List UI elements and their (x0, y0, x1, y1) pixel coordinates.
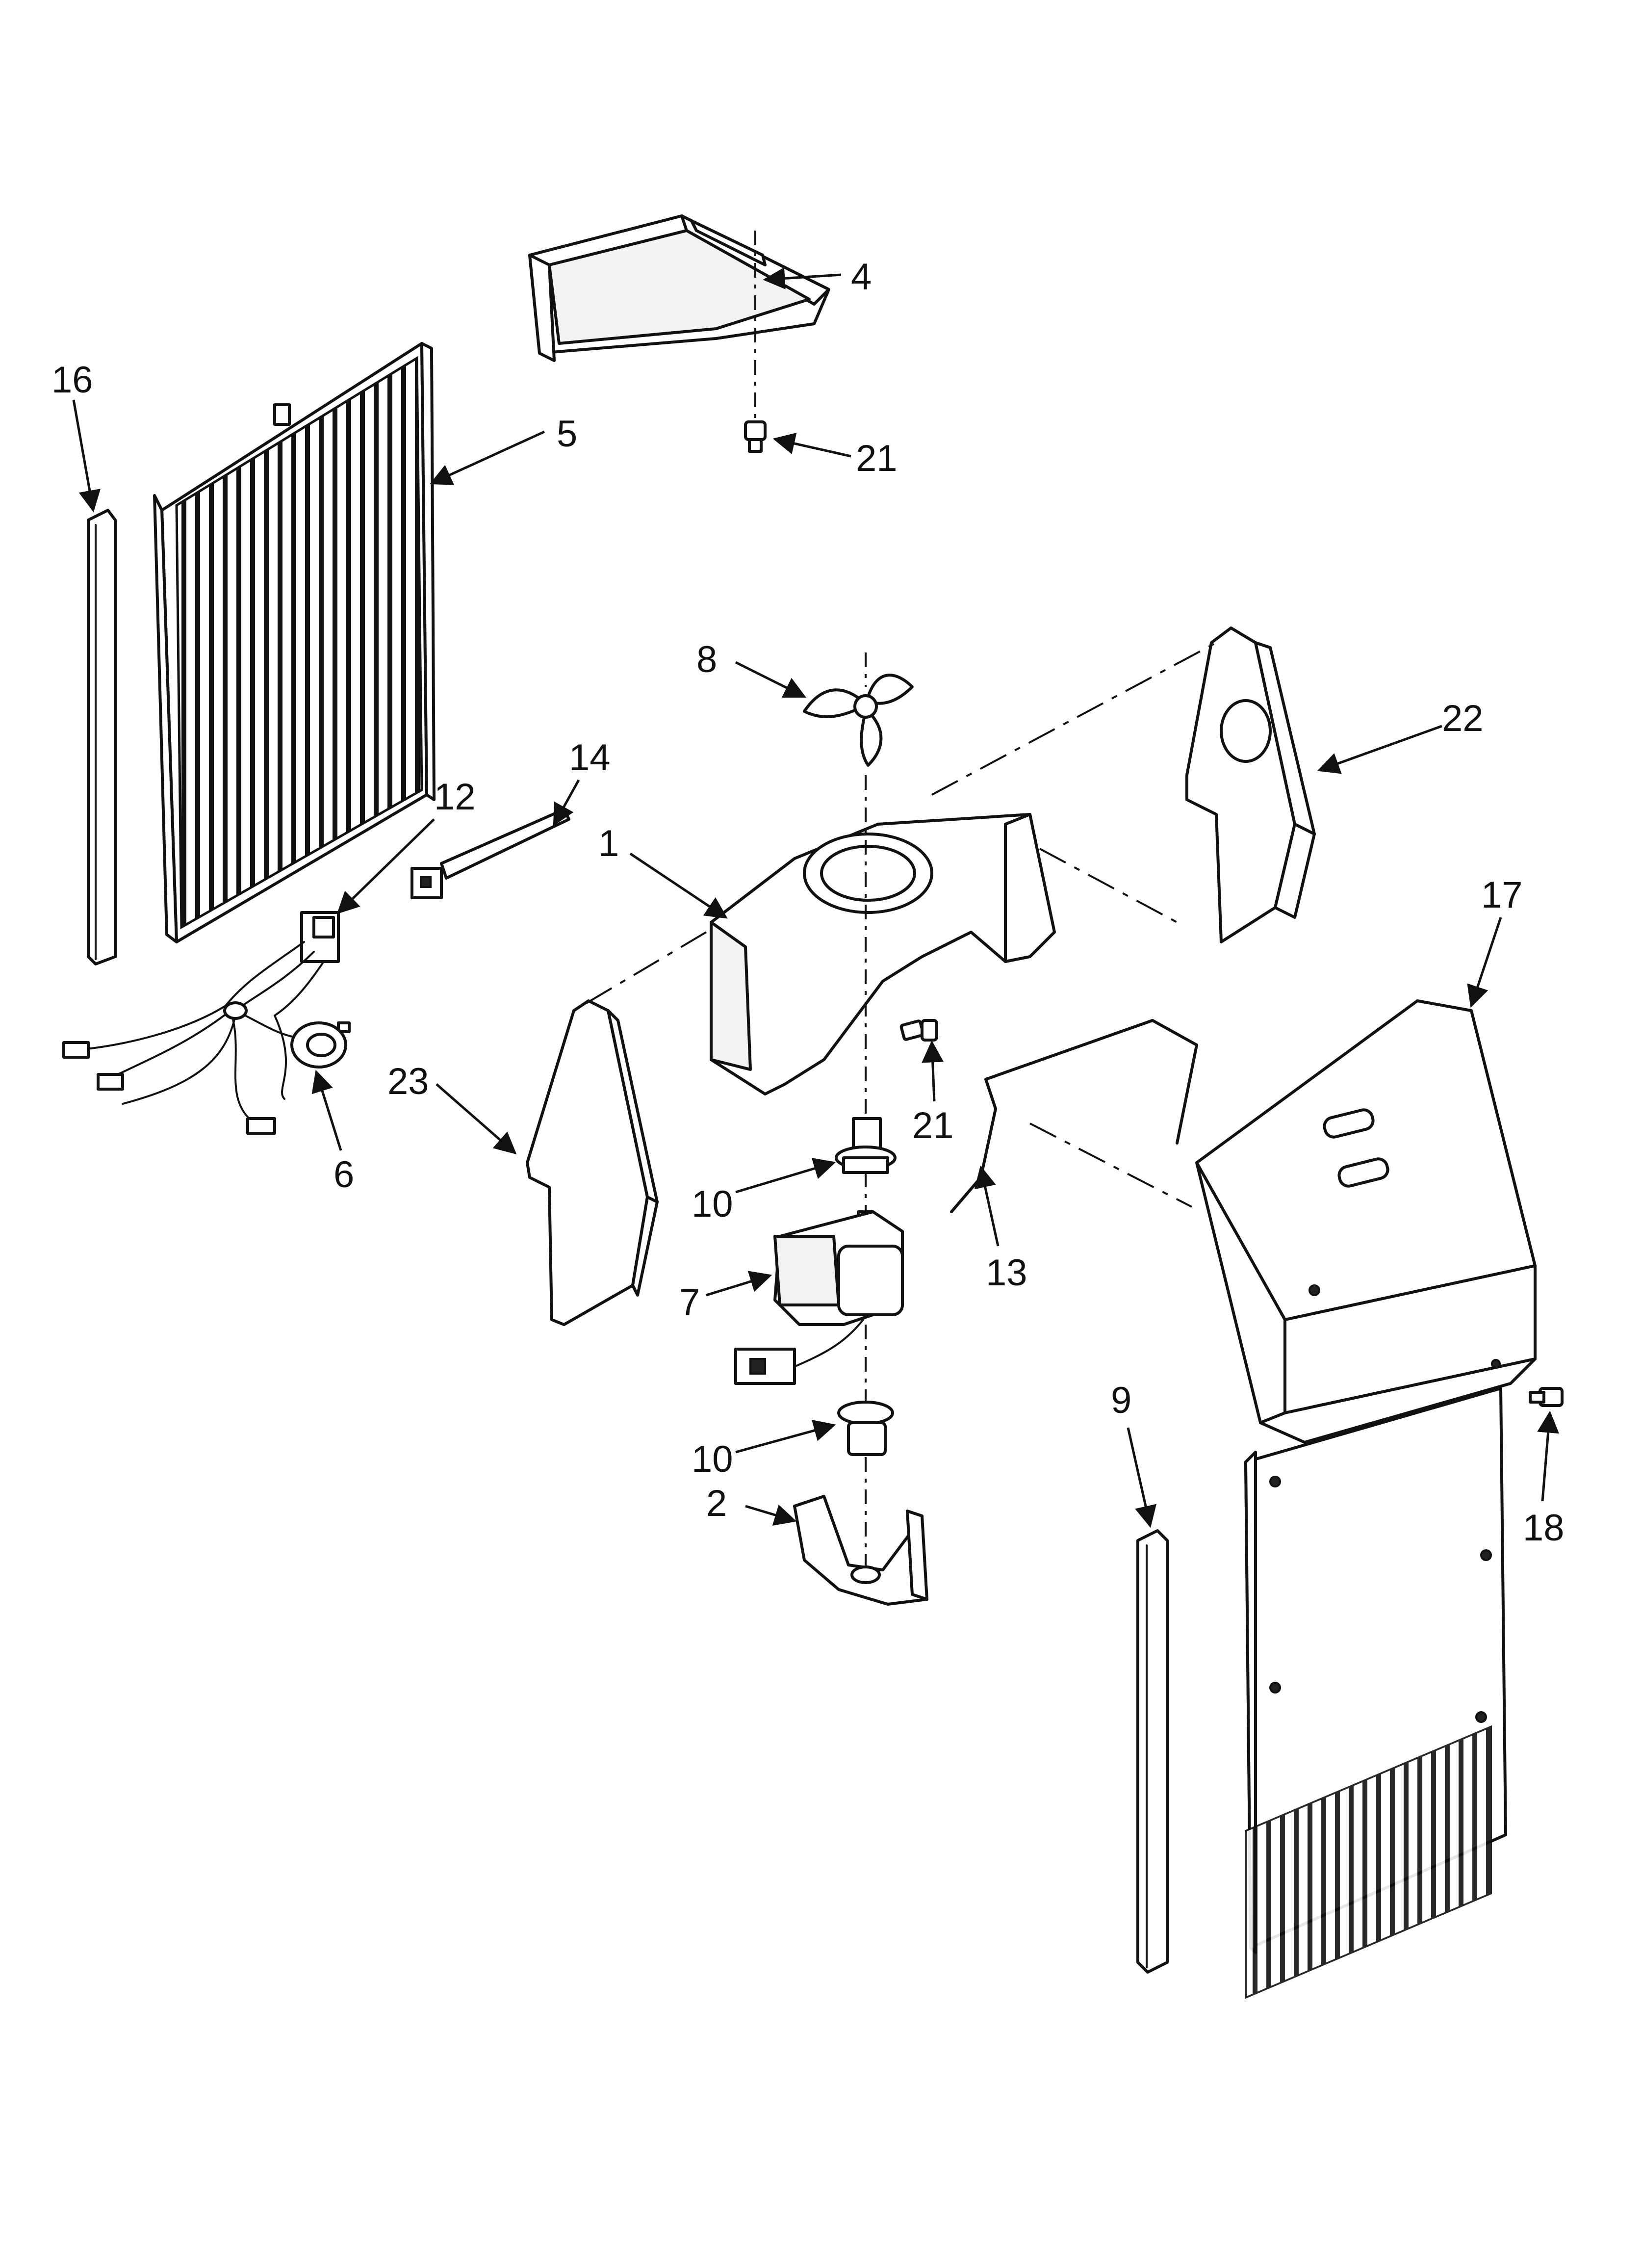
part-23-shroud-panel (526, 999, 659, 1326)
part-10-bushing-upper (835, 1117, 897, 1174)
part-18-screw (1529, 1387, 1564, 1407)
callout-8: 8 (696, 639, 717, 680)
callout-14: 14 (569, 737, 611, 779)
callout-18: 18 (1523, 1507, 1565, 1549)
callout-21-middle: 21 (912, 1105, 954, 1147)
part-12-wire-harness (62, 911, 351, 1135)
callout-16: 16 (51, 359, 93, 401)
callout-13: 13 (986, 1252, 1027, 1294)
part-21-screw-middle (899, 1019, 938, 1042)
part-10-bushing-lower (837, 1401, 894, 1456)
callout-4: 4 (851, 256, 872, 298)
callout-9: 9 (1111, 1380, 1131, 1421)
callout-23: 23 (387, 1061, 429, 1102)
callout-17: 17 (1481, 874, 1523, 916)
part-21-screw-top (744, 420, 767, 453)
callout-22: 22 (1442, 698, 1484, 739)
callout-6: 6 (334, 1154, 354, 1196)
callout-7: 7 (679, 1281, 700, 1323)
part-8-fan-blade (803, 652, 914, 767)
part-4-top-channel (528, 214, 830, 422)
part-14-cable-tie (410, 808, 570, 899)
part-9-strip (1136, 1529, 1169, 1974)
alignment-lines (573, 642, 1217, 1208)
part-6-grommet (290, 1021, 347, 1069)
part-22-shroud-panel (1185, 626, 1316, 943)
callout-10-lower: 10 (692, 1438, 733, 1480)
leader-arrows (72, 267, 1560, 1528)
part-1-fan-shroud (710, 775, 1056, 1148)
callout-12: 12 (434, 776, 476, 818)
part-16-strip (87, 509, 117, 965)
part-5-evaporator-panel (153, 342, 436, 943)
part-7-fan-motor (734, 1173, 904, 1403)
part-13-wire-bracket (950, 1019, 1198, 1213)
callout-2: 2 (706, 1483, 727, 1524)
part-2-motor-bracket (793, 1457, 928, 1606)
callout-1: 1 (598, 823, 619, 864)
callout-5: 5 (557, 413, 577, 455)
callout-labels: 16 5 4 21 8 22 14 12 1 17 23 6 21 10 13 … (51, 256, 1565, 1549)
callout-21-top: 21 (856, 438, 898, 479)
part-17-rear-duct-panel (1195, 999, 1537, 1999)
callout-10-upper: 10 (692, 1183, 733, 1225)
